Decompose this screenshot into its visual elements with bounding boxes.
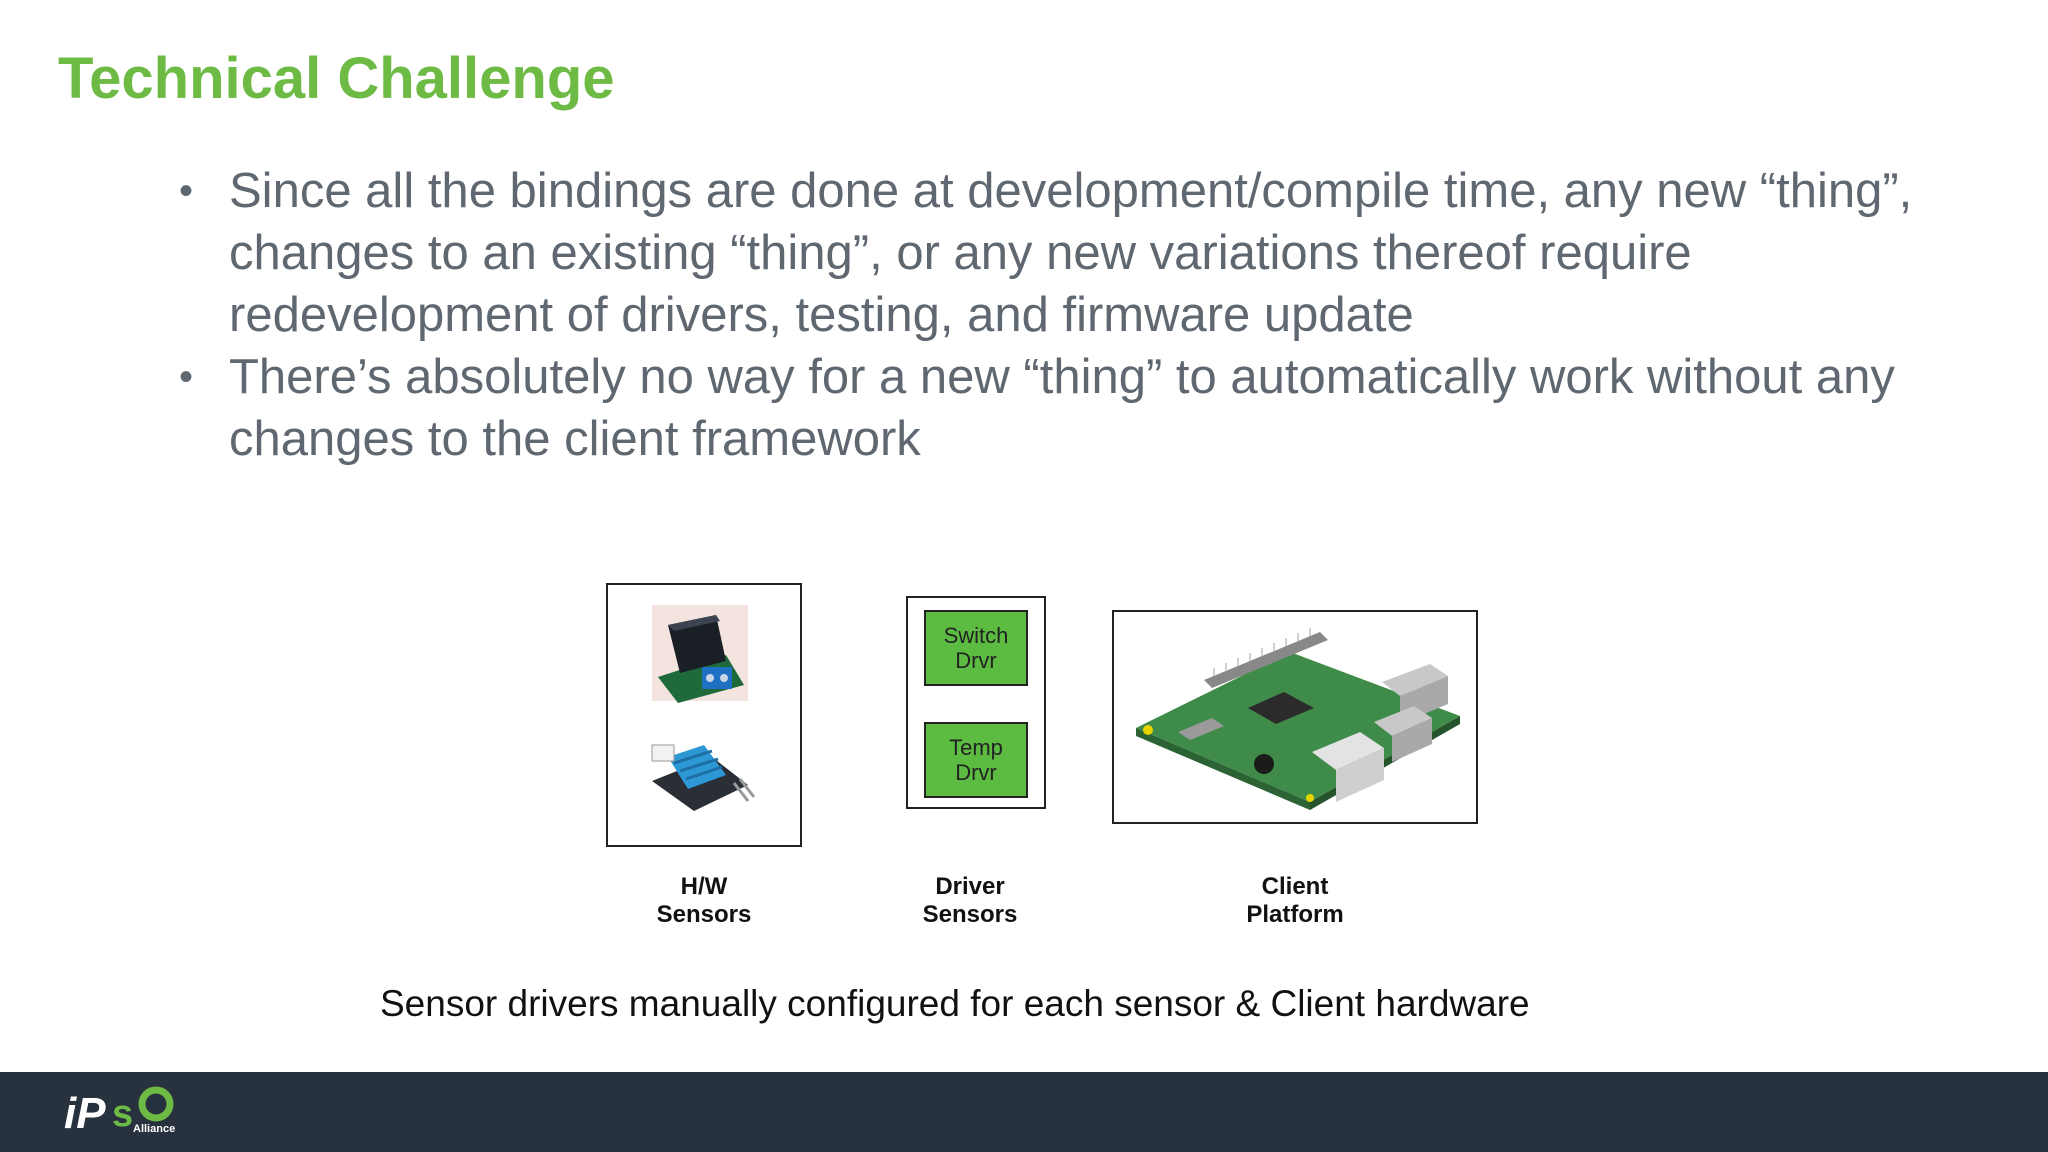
relay-module-image (652, 605, 748, 703)
ipso-alliance-logo: iP s (64, 1086, 174, 1138)
slide-title: Technical Challenge (58, 46, 615, 111)
temp-driver-chip: Temp Drvr (924, 722, 1028, 798)
bullet-text: There’s absolutely no way for a new “thi… (229, 350, 1895, 466)
svg-text:iP: iP (64, 1089, 106, 1138)
hw-sensors-caption: H/W Sensors (656, 873, 752, 928)
driver-sensors-caption: Driver Sensors (922, 873, 1018, 928)
bullet-marker: • (179, 355, 194, 399)
bullet-text: Since all the bindings are done at devel… (229, 164, 1913, 342)
bullet-list: • Since all the bindings are done at dev… (175, 160, 1955, 470)
diagram-footnote: Sensor drivers manually configured for e… (380, 983, 1530, 1024)
bullet-item: • There’s absolutely no way for a new “t… (175, 346, 1955, 470)
bullet-marker: • (179, 169, 194, 213)
client-platform-caption: Client Platform (1246, 873, 1344, 928)
driver-sensors-box: Switch Drvr Temp Drvr (906, 596, 1046, 809)
bullet-item: • Since all the bindings are done at dev… (175, 160, 1955, 346)
switch-driver-chip: Switch Drvr (924, 610, 1028, 686)
hw-sensors-box (606, 583, 802, 847)
footer-bar (0, 1072, 2048, 1152)
client-platform-box (1112, 610, 1478, 824)
svg-text:s: s (112, 1093, 133, 1135)
hw-sensors-illustration (651, 605, 756, 811)
temperature-sensor-image (651, 744, 756, 811)
logo-alliance-text: Alliance (133, 1123, 176, 1135)
raspberry-pi-board-image (1136, 628, 1460, 810)
